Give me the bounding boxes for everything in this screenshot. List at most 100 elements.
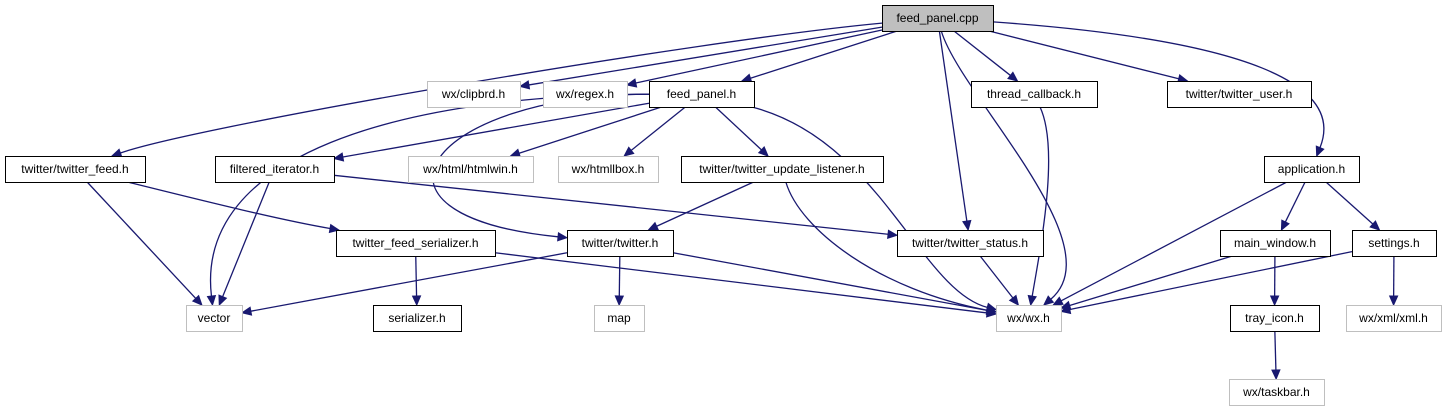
edge-line: [618, 255, 621, 297]
arrowhead: [191, 294, 203, 306]
node-label: main_window.h: [1234, 236, 1316, 250]
node-box: [408, 156, 534, 183]
arrowhead: [962, 219, 972, 232]
node-box: [215, 156, 335, 183]
edge-feed-panel-h-to-wx-htmllbox: [623, 106, 686, 157]
node-wx-clipbrd: wx/clipbrd.h: [427, 81, 521, 108]
node-feed-serializer[interactable]: twitter_feed_serializer.h: [336, 230, 496, 257]
arrowhead: [110, 148, 123, 158]
node-box: [427, 81, 521, 108]
edge-feed-panel-cpp-to-feed-panel-h: [740, 30, 898, 83]
edge-line: [1069, 250, 1353, 311]
edge-feed-panel-h-to-filtered-iterator: [332, 102, 650, 162]
edge-line: [222, 181, 270, 297]
node-feed-panel-cpp[interactable]: feed_panel.cpp: [882, 5, 994, 32]
arrowhead: [411, 295, 422, 307]
node-settings[interactable]: settings.h: [1352, 230, 1437, 257]
edge-twitter-status-to-wx-wx: [979, 255, 1020, 306]
node-label: feed_panel.cpp: [896, 11, 978, 25]
node-label: wx/taskbar.h: [1242, 385, 1310, 399]
arrowhead: [1388, 295, 1399, 307]
edge-feed-panel-cpp-to-wx-regex: [625, 29, 883, 88]
node-box: [373, 305, 462, 332]
edge-line: [785, 181, 988, 311]
node-label: twitter/twitter_status.h: [912, 236, 1028, 250]
node-box: [1264, 156, 1360, 183]
node-twitter-status[interactable]: twitter/twitter_status.h: [897, 230, 1044, 257]
edge-tray-icon-to-wx-taskbar: [1271, 330, 1281, 381]
node-box: [1352, 230, 1437, 257]
node-label: vector: [198, 311, 231, 325]
node-label: twitter/twitter.h: [582, 236, 659, 250]
edge-line: [494, 252, 988, 314]
node-box: [681, 156, 884, 183]
edge-line: [86, 181, 197, 299]
arrowhead: [206, 295, 217, 307]
node-serializer[interactable]: serializer.h: [373, 305, 462, 332]
node-wx-xml: wx/xml/xml.h: [1346, 305, 1442, 332]
edge-line: [750, 30, 898, 79]
arrowhead: [1042, 295, 1055, 306]
edge-line: [333, 174, 889, 235]
edge-line: [953, 30, 1011, 76]
node-label: twitter/twitter_update_listener.h: [699, 162, 864, 176]
node-box: [1230, 305, 1320, 332]
edge-line: [635, 29, 883, 84]
edge-line: [979, 255, 1014, 299]
edge-line: [715, 106, 762, 151]
edge-twitter-h-to-wx-wx: [672, 252, 998, 316]
arrowhead: [1269, 295, 1280, 307]
edge-twitter-h-to-vector: [240, 252, 568, 316]
node-label: wx/xml/xml.h: [1358, 311, 1428, 325]
edge-settings-to-wx-wx: [1059, 250, 1353, 315]
arrowhead: [240, 306, 253, 316]
node-label: wx/wx.h: [1006, 311, 1050, 325]
arrowhead: [1027, 294, 1037, 307]
node-tray-icon[interactable]: tray_icon.h: [1230, 305, 1320, 332]
node-filtered-iterator[interactable]: filtered_iterator.h: [215, 156, 335, 183]
node-box: [1346, 305, 1442, 332]
edge-line: [528, 26, 883, 86]
arrowhead: [625, 78, 638, 88]
arrowhead: [1280, 219, 1290, 232]
node-main-window[interactable]: main_window.h: [1220, 230, 1331, 257]
node-label: filtered_iterator.h: [230, 162, 319, 176]
node-box: [897, 230, 1044, 257]
edge-application-to-wx-wx: [1052, 181, 1288, 306]
arrowhead: [1007, 71, 1019, 82]
node-box: [543, 81, 628, 108]
node-label: feed_panel.h: [667, 87, 736, 101]
edge-line: [209, 93, 650, 297]
edge-feed-panel-cpp-to-thread-callback: [953, 30, 1019, 82]
arrowhead: [1059, 304, 1072, 315]
node-box: [336, 230, 496, 257]
arrowhead: [332, 152, 345, 162]
node-map: map: [594, 305, 645, 332]
edge-feed-serializer-to-wx-wx: [494, 252, 998, 318]
edge-line: [938, 30, 968, 222]
node-box: [996, 305, 1062, 332]
node-twitter-user[interactable]: twitter/twitter_user.h: [1167, 81, 1312, 108]
edge-main-window-to-tray-icon: [1269, 255, 1280, 307]
node-twitter-h[interactable]: twitter/twitter.h: [567, 230, 674, 257]
edge-twitter-h-to-map: [614, 255, 625, 307]
node-application[interactable]: application.h: [1264, 156, 1360, 183]
arrowhead: [1271, 369, 1281, 381]
arrowhead: [1008, 294, 1020, 306]
edge-twitter-feed-to-vector: [86, 181, 203, 306]
edge-line: [127, 181, 331, 230]
node-thread-callback[interactable]: thread_callback.h: [971, 81, 1098, 108]
node-feed-panel-h[interactable]: feed_panel.h: [649, 81, 755, 108]
node-label: wx/clipbrd.h: [441, 87, 505, 101]
arrowhead: [887, 229, 899, 239]
node-update-listener[interactable]: twitter/twitter_update_listener.h: [681, 156, 884, 183]
arrowhead: [1369, 220, 1381, 231]
edge-line: [342, 102, 650, 158]
edge-line: [630, 106, 686, 151]
node-box: [971, 81, 1098, 108]
arrowhead: [1052, 296, 1064, 306]
node-twitter-feed[interactable]: twitter/twitter_feed.h: [5, 156, 146, 183]
edge-twitter-feed-to-feed-serializer: [127, 181, 341, 234]
edge-line: [250, 252, 568, 312]
